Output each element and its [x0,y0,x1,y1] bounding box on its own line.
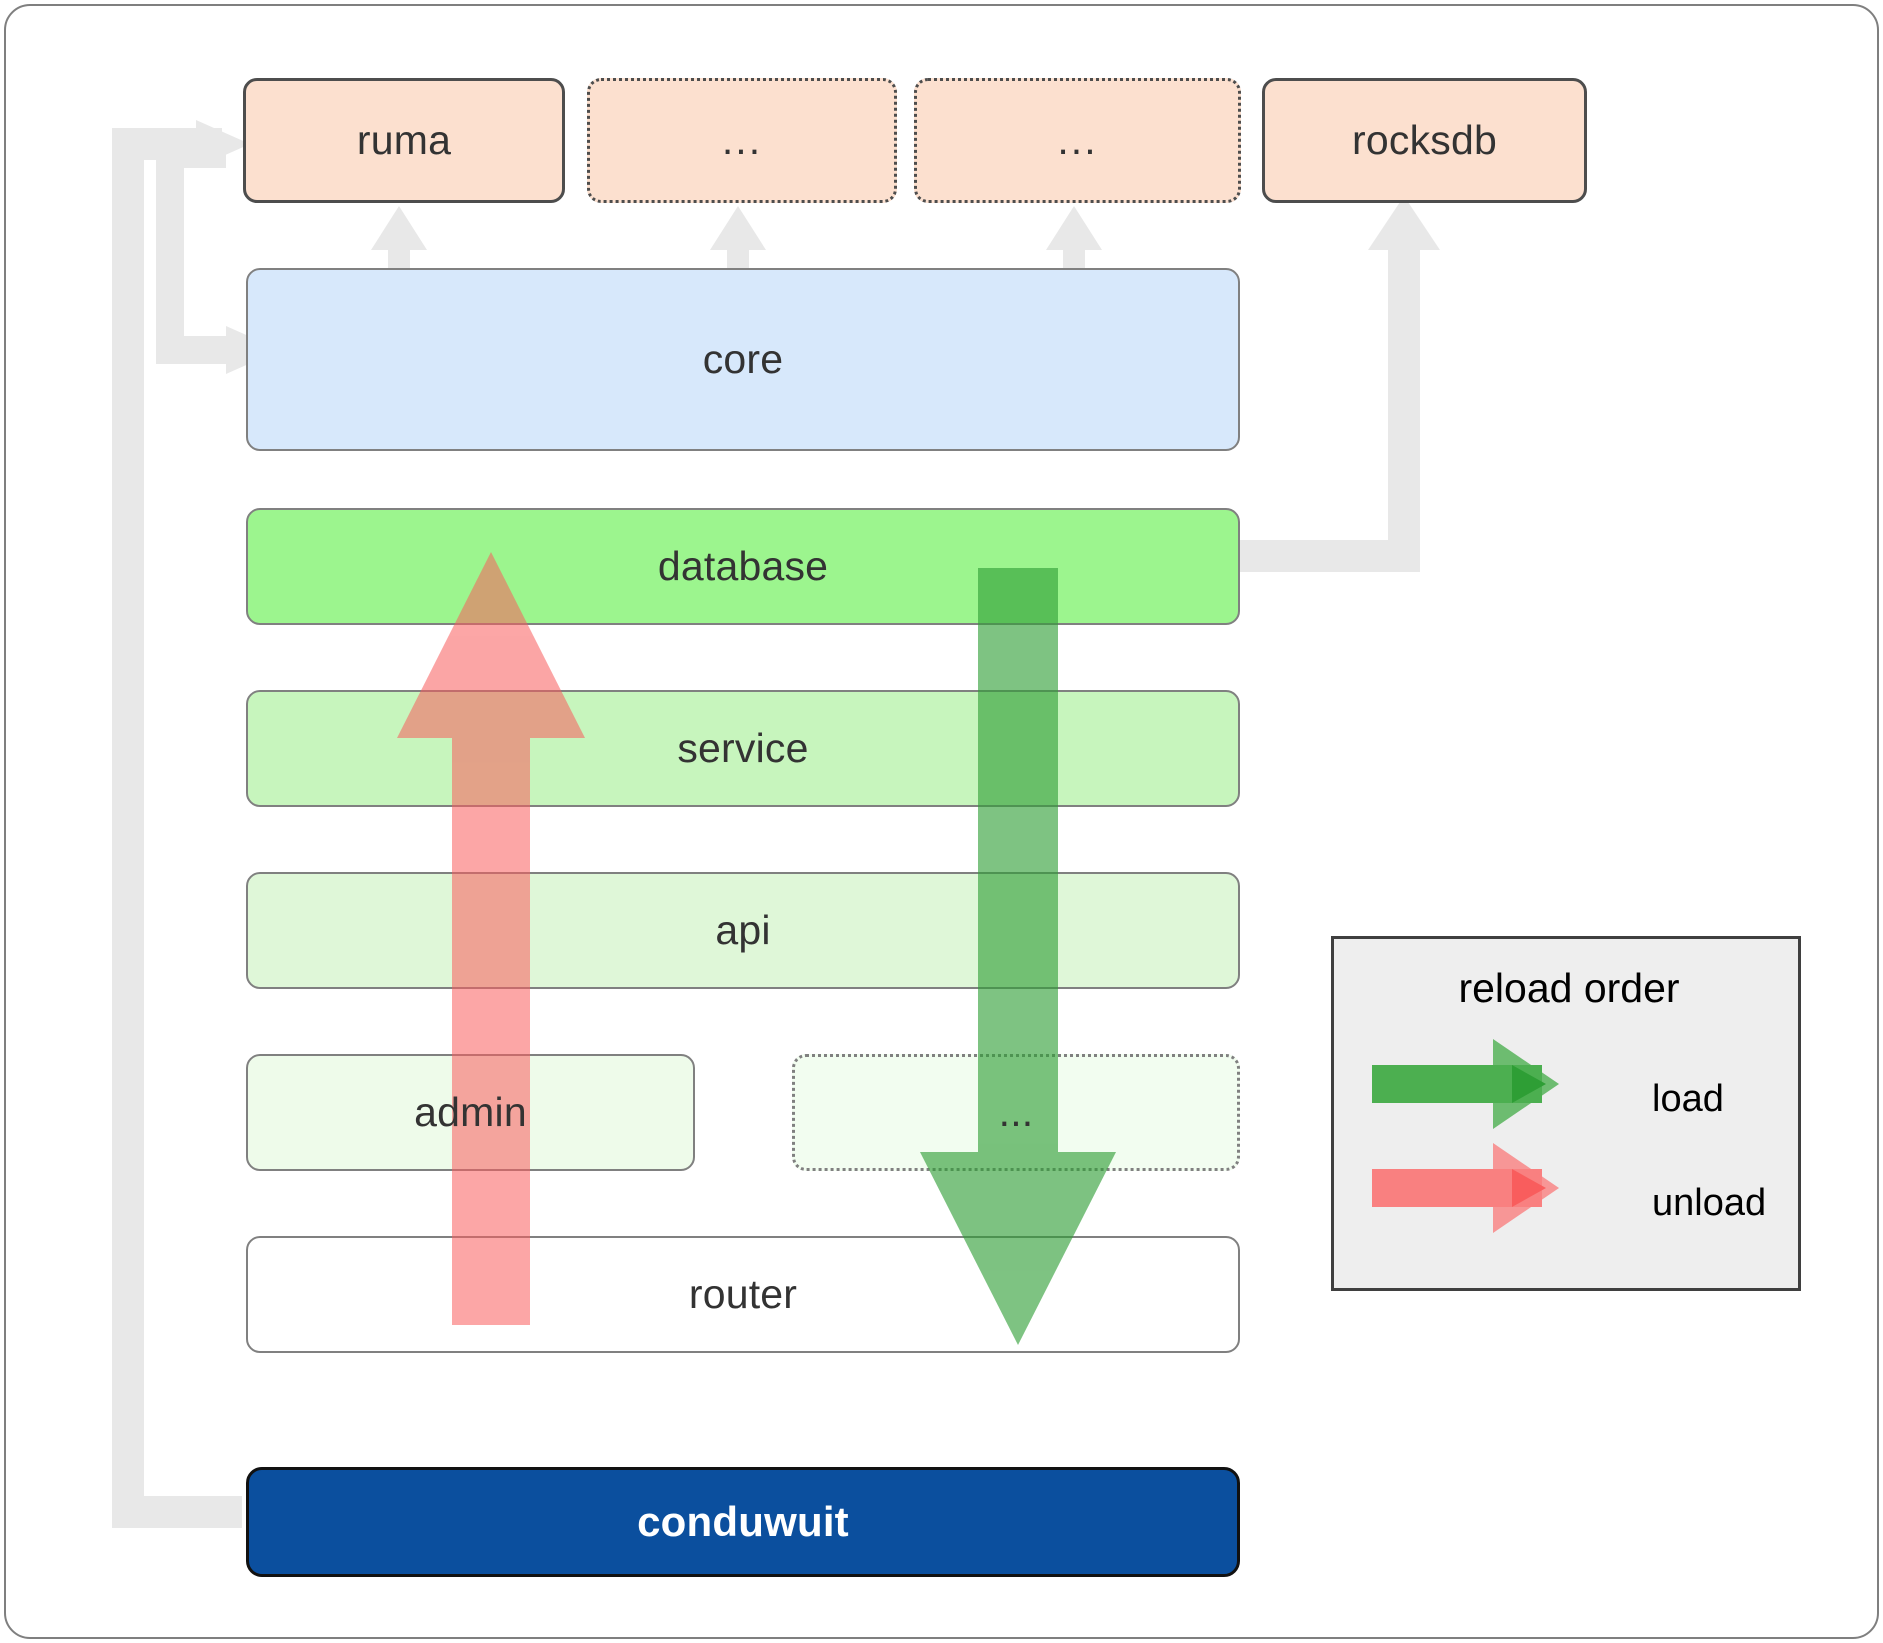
root-label-conduwuit: conduwuit [637,1498,849,1545]
legend-arrow-unload [1372,1143,1559,1233]
dependency-label-ruma: ruma [356,117,452,163]
layer-box-router[interactable]: router [246,1236,1240,1353]
rail-outer-bottom [112,1496,242,1528]
layer-label-router: router [688,1271,798,1317]
dependency-box-ellipsis-1[interactable]: ... [587,78,897,203]
legend-label-unload: unload [1652,1182,1767,1224]
layer-label-ellipsis: ... [998,1089,1034,1135]
layer-label-database: database [657,543,829,589]
dependency-label-ellipsis-2: ... [1057,117,1098,163]
layer-box-api[interactable]: api [246,872,1240,989]
unload-flow-arrow [397,552,585,1325]
rail-outer-vertical [112,128,144,1528]
layer-box-database[interactable]: database [246,508,1240,625]
root-box-conduwuit[interactable]: conduwuit [246,1467,1240,1577]
legend-label-load: load [1652,1078,1724,1120]
dependency-box-ellipsis-2[interactable]: ... [914,78,1241,203]
legend-title: reload order [1458,965,1680,1011]
dependency-label-ellipsis-1: ... [721,117,763,163]
layer-label-api: api [715,907,771,953]
dependency-box-ruma[interactable]: ruma [243,78,565,203]
arrowhead-to-rocksdb [1368,196,1440,250]
rail-inner-vertical [156,140,184,350]
legend-arrow-layer [1372,1039,1559,1233]
legend-panel: reload order load unload [1331,936,1801,1291]
layer-label-service: service [677,725,809,771]
load-flow-arrow [920,568,1116,1345]
dependency-box-rocksdb[interactable]: rocksdb [1262,78,1587,203]
core-label: core [702,336,784,382]
legend-arrow-load [1372,1039,1559,1129]
dependency-label-rocksdb: rocksdb [1352,117,1497,163]
core-box[interactable]: core [246,268,1240,451]
rail-right-vertical [1388,230,1420,572]
rail-inner-bottom [156,336,230,364]
arrowhead-to-ruma [196,120,250,168]
layer-label-admin: admin [414,1089,527,1135]
